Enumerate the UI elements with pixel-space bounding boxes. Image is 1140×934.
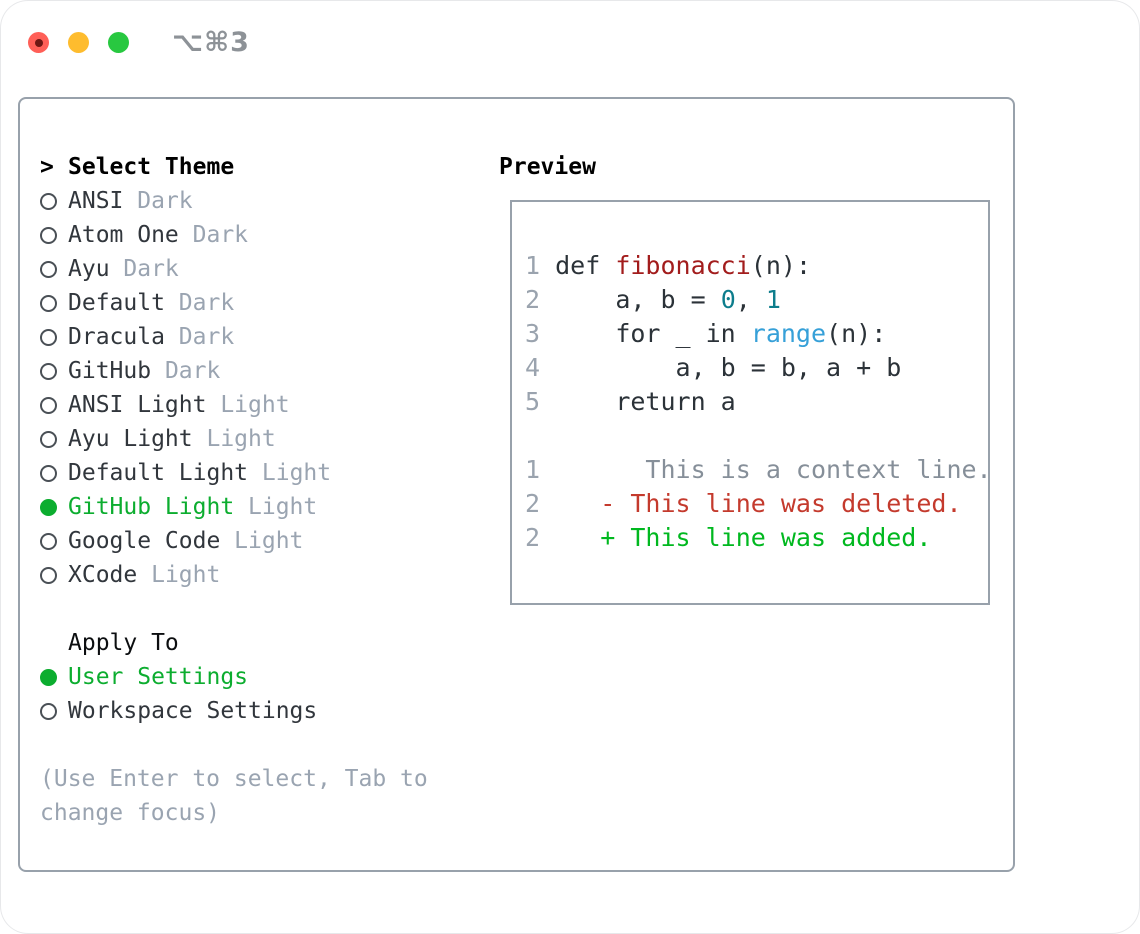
option-label: Workspace Settings bbox=[68, 698, 318, 724]
option-label: Ayu bbox=[68, 256, 124, 282]
spacer bbox=[40, 592, 495, 626]
radio-icon bbox=[40, 226, 57, 244]
option-label: Google Code bbox=[68, 528, 235, 554]
theme-option-ayu-light[interactable]: Ayu Light Light bbox=[40, 422, 495, 456]
theme-option-xcode[interactable]: XCode Light bbox=[40, 558, 495, 592]
theme-option-ansi-light[interactable]: ANSI Light Light bbox=[40, 388, 495, 422]
option-variant-tag: Light bbox=[206, 426, 276, 452]
option-variant-tag: Dark bbox=[123, 256, 179, 282]
preview-line: 3 for _ in range(n): bbox=[525, 319, 887, 348]
option-variant-tag: Light bbox=[261, 460, 332, 486]
spacer bbox=[40, 728, 495, 762]
option-label: GitHub Light bbox=[68, 494, 249, 520]
theme-option-github[interactable]: GitHub Dark bbox=[40, 354, 495, 388]
theme-option-github-light[interactable]: GitHub Light Light bbox=[40, 490, 495, 524]
radio-icon bbox=[40, 532, 57, 550]
option-variant-tag: Light bbox=[234, 528, 304, 554]
option-variant-tag: Dark bbox=[137, 188, 193, 214]
radio-icon bbox=[40, 566, 57, 584]
option-variant-tag: Dark bbox=[178, 290, 235, 316]
preview-title: Preview bbox=[499, 154, 596, 180]
option-label: Dracula bbox=[68, 324, 179, 350]
minimize-button[interactable] bbox=[68, 32, 89, 53]
radio-icon bbox=[40, 328, 57, 346]
radio-icon bbox=[40, 396, 57, 414]
titlebar: ⌥⌘3 bbox=[28, 27, 250, 58]
option-variant-tag: Dark bbox=[192, 222, 249, 248]
preview-line bbox=[525, 419, 988, 453]
preview-line: 1 This is a context line. bbox=[525, 455, 990, 484]
preview-line: 5 return a bbox=[525, 387, 736, 416]
window-shortcut-label: ⌥⌘3 bbox=[172, 27, 250, 58]
radio-icon bbox=[40, 260, 57, 278]
option-variant-tag: Dark bbox=[164, 358, 221, 384]
option-label: Ayu Light bbox=[68, 426, 207, 452]
radio-icon bbox=[40, 464, 57, 482]
preview-line: 2 a, b = 0, 1 bbox=[525, 285, 781, 314]
zoom-button[interactable] bbox=[108, 32, 129, 53]
option-label: Default bbox=[68, 290, 179, 316]
theme-picker-panel: > Select Theme ANSI Dark Atom One Dark A… bbox=[18, 97, 1015, 872]
radio-icon bbox=[40, 702, 57, 720]
option-variant-tag: Light bbox=[151, 562, 221, 588]
preview-pane: 1 def fibonacci(n): 2 a, b = 0, 1 3 for _ … bbox=[510, 200, 990, 605]
theme-option-default[interactable]: Default Dark bbox=[40, 286, 495, 320]
option-label: Atom One bbox=[68, 222, 193, 248]
theme-option-default-light[interactable]: Default Light Light bbox=[40, 456, 495, 490]
select-theme-title: Select Theme bbox=[68, 154, 235, 180]
theme-list: ANSI Dark Atom One Dark Ayu Dark Default… bbox=[40, 184, 495, 592]
apply-option-user-settings[interactable]: User Settings bbox=[40, 660, 495, 694]
apply-option-workspace-settings[interactable]: Workspace Settings bbox=[40, 694, 495, 728]
option-variant-tag: Dark bbox=[178, 324, 235, 350]
radio-icon bbox=[40, 192, 57, 210]
preview-code: 1 def fibonacci(n): 2 a, b = 0, 1 3 for _ … bbox=[512, 202, 988, 555]
radio-icon bbox=[40, 668, 57, 686]
option-label: Default Light bbox=[68, 460, 262, 486]
option-label: GitHub bbox=[68, 358, 165, 384]
radio-icon bbox=[40, 498, 57, 516]
preview-line: 2 + This line was added. bbox=[525, 523, 932, 552]
prompt-icon: > bbox=[40, 154, 54, 180]
preview-line: 2 - This line was deleted. bbox=[525, 489, 962, 518]
option-variant-tag: Light bbox=[248, 494, 318, 520]
apply-to-list: User Settings Workspace Settings bbox=[40, 660, 495, 728]
option-label: ANSI Light bbox=[68, 392, 221, 418]
apply-to-header: Apply To bbox=[40, 626, 495, 660]
close-button[interactable] bbox=[28, 32, 49, 53]
theme-option-ansi[interactable]: ANSI Dark bbox=[40, 184, 495, 218]
option-label: User Settings bbox=[68, 664, 249, 690]
preview-line: 4 a, b = b, a + b bbox=[525, 353, 902, 382]
option-label: ANSI bbox=[68, 188, 138, 214]
theme-option-ayu[interactable]: Ayu Dark bbox=[40, 252, 495, 286]
close-dot-icon bbox=[34, 38, 43, 47]
preview-line: 1 def fibonacci(n): bbox=[525, 251, 812, 280]
radio-icon bbox=[40, 294, 57, 312]
radio-icon bbox=[40, 430, 57, 448]
option-label: XCode bbox=[68, 562, 152, 588]
theme-option-atom-one[interactable]: Atom One Dark bbox=[40, 218, 495, 252]
option-variant-tag: Light bbox=[220, 392, 290, 418]
theme-option-dracula[interactable]: Dracula Dark bbox=[40, 320, 495, 354]
select-theme-header: > Select Theme bbox=[40, 150, 495, 184]
keyboard-hint: (Use Enter to select, Tab to change focu… bbox=[40, 766, 428, 826]
radio-icon bbox=[40, 362, 57, 380]
theme-option-google-code[interactable]: Google Code Light bbox=[40, 524, 495, 558]
apply-to-title: Apply To bbox=[68, 630, 179, 656]
theme-list-column: > Select Theme ANSI Dark Atom One Dark A… bbox=[40, 150, 495, 830]
